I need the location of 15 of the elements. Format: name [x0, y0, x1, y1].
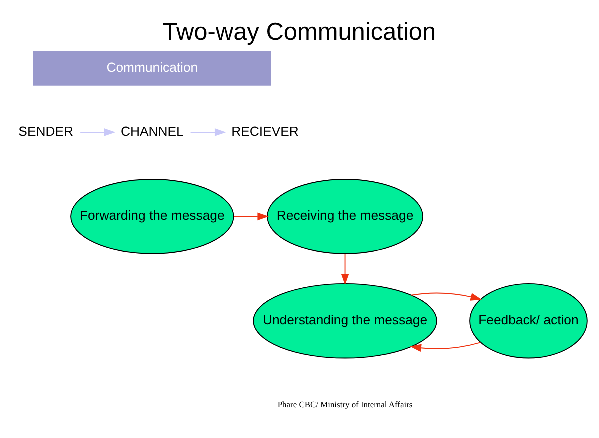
node-box: Communication	[33, 50, 272, 86]
diagram-title: Two-way Communication	[162, 18, 436, 46]
arrow	[190, 128, 226, 136]
node-text: RECIEVER	[232, 123, 299, 138]
node-text: CHANNEL	[120, 123, 184, 138]
arrow	[410, 342, 482, 352]
node-ellipse: Forwarding the message	[70, 178, 234, 254]
arrow	[341, 253, 350, 285]
arrow	[411, 292, 482, 300]
node-text: SENDER	[18, 123, 74, 138]
label: Phare CBC/ Ministry of Internal Affairs	[278, 398, 413, 409]
node-ellipse: Understanding the message	[253, 282, 438, 358]
node-ellipse: Receiving the message	[267, 178, 424, 254]
arrow	[234, 212, 269, 220]
arrow	[80, 128, 116, 136]
